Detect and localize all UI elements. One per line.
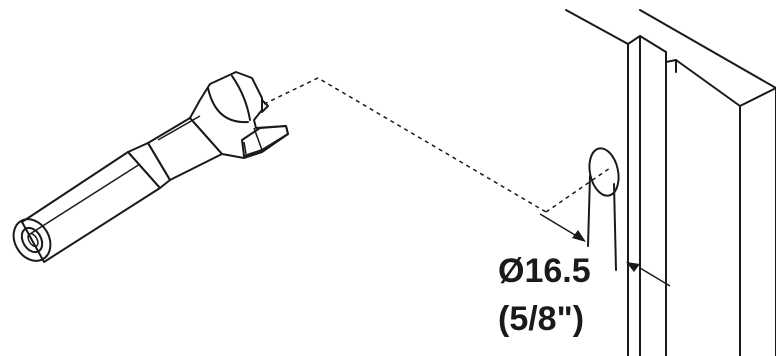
drill-shank — [12, 151, 161, 263]
left-arrowhead — [572, 230, 586, 242]
right-arrowhead — [626, 262, 640, 272]
drill-bit-illustration — [12, 71, 289, 263]
diameter-imperial-label: (5/8") — [498, 300, 584, 338]
diameter-dimension-arrows — [539, 213, 671, 287]
hole-center-guide-line — [545, 167, 611, 213]
drill-cutting-head — [189, 71, 289, 159]
cabinet-panel-illustration — [565, 9, 776, 356]
shank-end — [12, 218, 52, 262]
hinge-cup-hole — [588, 147, 620, 197]
drill-collar — [127, 115, 223, 189]
drill-path-guide-line — [263, 77, 547, 213]
diameter-label: Ø16.5 — [498, 252, 591, 290]
